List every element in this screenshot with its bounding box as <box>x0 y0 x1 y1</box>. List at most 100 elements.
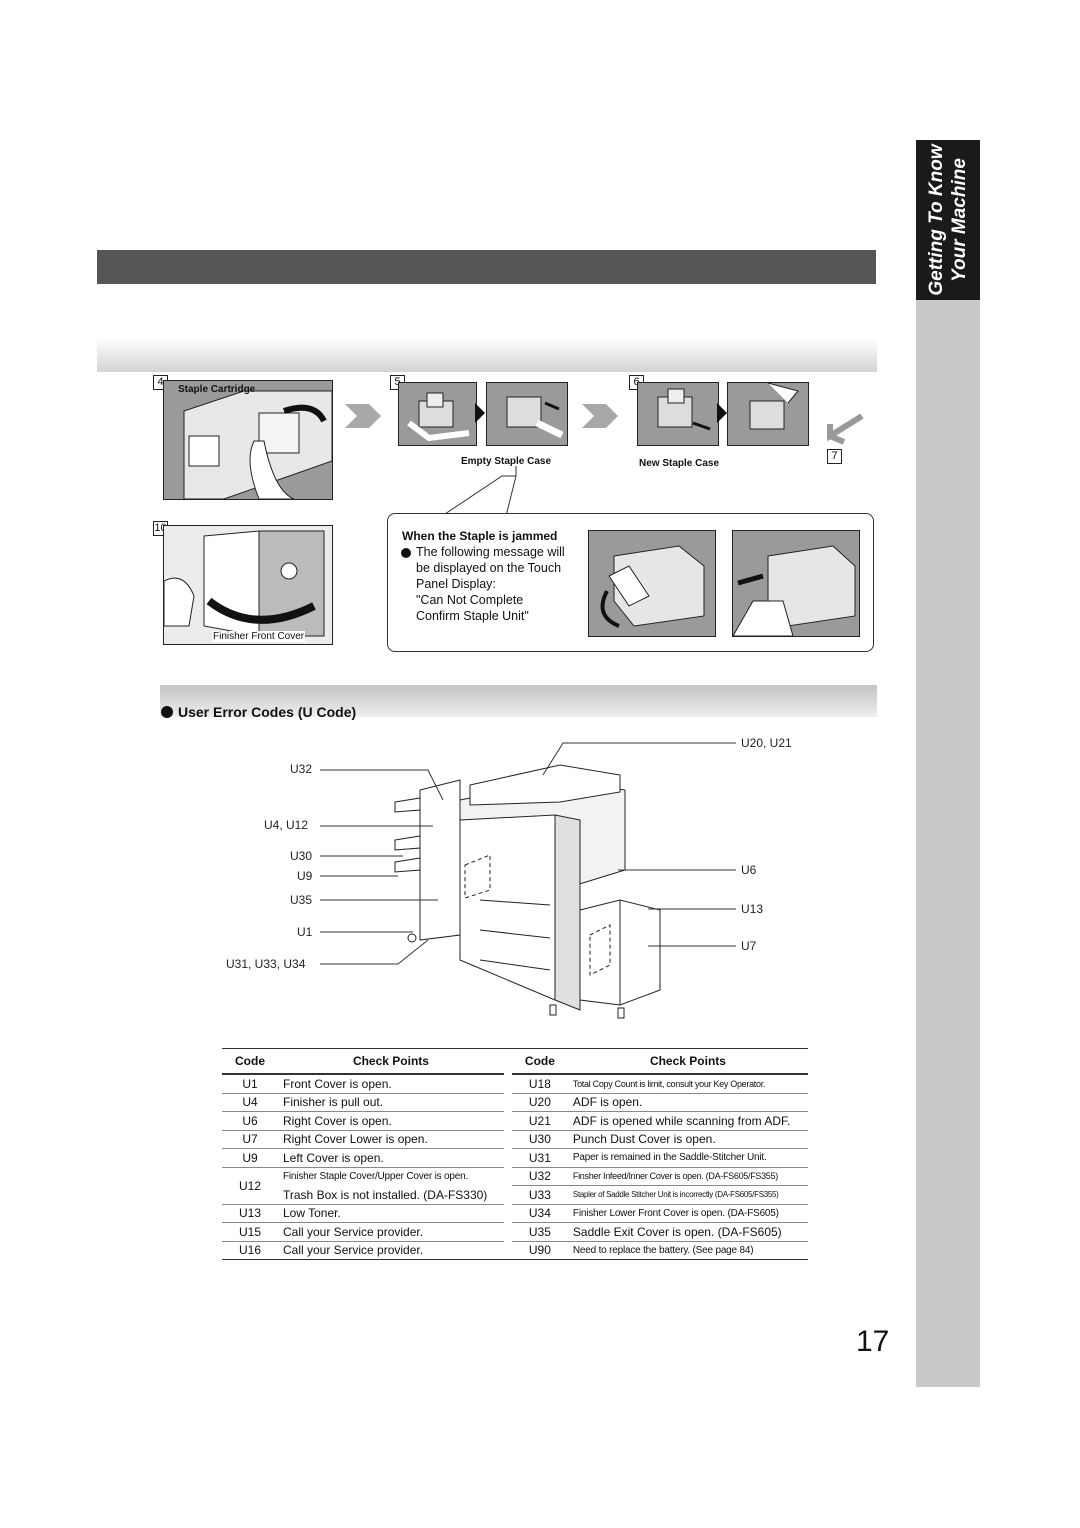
chapter-header-bar <box>97 250 876 284</box>
check-cell: Finisher Staple Cover/Upper Cover is ope… <box>283 1171 469 1182</box>
bullet-icon <box>401 548 411 558</box>
code-cell: U35 <box>511 1222 568 1242</box>
finisher-front-cover-illustration <box>163 525 333 645</box>
side-tab-line1: Getting To Know <box>926 144 947 296</box>
column-gap <box>503 1048 512 1074</box>
arrow-right-icon <box>717 403 727 423</box>
column-gap <box>504 1093 512 1112</box>
user-error-codes-table: Code Check Points Code Check Points U1 F… <box>222 1048 808 1260</box>
check-cell: Saddle Exit Cover is open. (DA-FS605) <box>567 1222 808 1242</box>
arrow-right-icon <box>475 403 485 423</box>
callout-lines <box>441 466 517 517</box>
copier-diagram <box>394 764 661 1019</box>
new-staple-case-caption: New Staple Case <box>639 458 720 469</box>
table-row: U12 Finisher Staple Cover/Upper Cover is… <box>222 1167 808 1205</box>
table-row: U16 Call your Service provider. U90 Need… <box>222 1241 808 1260</box>
finisher-front-cover-caption: Finisher Front Cover <box>212 631 306 642</box>
table-row: U6 Right Cover is open. U21 ADF is opene… <box>222 1111 808 1131</box>
check-cell: Total Copy Count is limit, consult your … <box>567 1074 808 1094</box>
jam-line: The following message will <box>416 545 565 559</box>
side-tab-strip <box>916 300 980 1387</box>
check-cell: Finisher Lower Front Cover is open. (DA-… <box>567 1204 808 1223</box>
diagram-label: U35 <box>290 893 313 907</box>
table-row: U1 Front Cover is open. U18 Total Copy C… <box>222 1074 808 1094</box>
code-cell: U15 <box>222 1222 278 1242</box>
code-cell: U13 <box>222 1204 278 1223</box>
check-cell: ADF is open. <box>567 1093 808 1112</box>
diagram-label: U4, U12 <box>264 818 309 832</box>
code-cell: U16 <box>222 1241 278 1260</box>
column-gap <box>504 1167 512 1186</box>
check-cell: Trash Box is not installed. (DA-FS330) <box>278 1185 504 1205</box>
table-row: U4 Finisher is pull out. U20 ADF is open… <box>222 1093 808 1112</box>
column-gap <box>504 1186 512 1205</box>
code-cell: U1 <box>222 1074 278 1094</box>
staple-cartridge-illustration <box>163 380 333 500</box>
table-row: Trash Box is not installed. (DA-FS330) U… <box>222 1185 808 1205</box>
code-cell: U33 <box>511 1185 568 1205</box>
table-row: U9 Left Cover is open. U31 Paper is rema… <box>222 1148 808 1168</box>
column-gap <box>504 1112 512 1131</box>
column-header: Code <box>222 1048 278 1075</box>
check-cell: Punch Dust Cover is open. <box>567 1130 808 1149</box>
column-gap <box>504 1074 512 1093</box>
diagram-label: U6 <box>741 863 757 877</box>
check-cell: Call your Service provider. <box>278 1241 504 1260</box>
column-header: Code <box>511 1048 568 1075</box>
check-cell: Right Cover Lower is open. <box>278 1130 504 1149</box>
jam-illustration-2 <box>732 530 860 637</box>
leader-lines <box>320 742 736 965</box>
jam-line: Panel Display: <box>416 577 496 591</box>
side-tab-line2: Your Machine <box>949 158 970 282</box>
check-cell: Need to replace the battery. (See page 8… <box>567 1241 808 1260</box>
staple-case-drawing <box>749 382 799 430</box>
next-step-arrow <box>345 404 381 428</box>
jam-line: Confirm Staple Unit" <box>416 609 529 623</box>
column-gap <box>504 1130 512 1149</box>
column-header: Check Points <box>567 1048 808 1075</box>
code-cell: U30 <box>511 1130 568 1149</box>
staple-cartridge-caption: Staple Cartridge <box>178 384 256 395</box>
jam-illustration-1 <box>588 530 716 637</box>
code-cell: U18 <box>511 1074 568 1094</box>
page-number: 17 <box>856 1325 890 1358</box>
code-cell: U20 <box>511 1093 568 1112</box>
staple-case-drawing <box>506 396 564 439</box>
diagram-label: U13 <box>741 902 764 916</box>
check-cell: Stapler of Saddle Stitcher Unit is incor… <box>567 1185 808 1205</box>
code-cell: U12 <box>222 1167 278 1205</box>
step-number-7: 7 <box>827 449 842 464</box>
user-error-codes-title: User Error Codes (U Code) <box>178 704 357 720</box>
staple-jam-box: When the Staple is jammed The following … <box>387 513 874 652</box>
column-header: Check Points <box>278 1048 504 1075</box>
next-step-arrow <box>582 404 618 428</box>
check-cell: Paper is remained in the Saddle-Stitcher… <box>567 1148 808 1168</box>
check-cell: ADF is opened while scanning from ADF. <box>567 1111 808 1131</box>
table-header-row: Code Check Points Code Check Points <box>222 1048 808 1075</box>
jam-line: be displayed on the Touch <box>416 561 562 575</box>
staple-cartridge-drawing <box>164 381 333 500</box>
table-row: U15 Call your Service provider. U35 Sadd… <box>222 1222 808 1242</box>
side-tab-label: Getting To Know Your Machine <box>916 140 980 300</box>
code-cell: U7 <box>222 1130 278 1149</box>
step5-right-illustration <box>486 382 568 446</box>
step6-left-illustration <box>637 382 719 446</box>
staple-unit-drawing <box>732 545 856 637</box>
column-gap <box>504 1204 512 1223</box>
check-cell: Low Toner. <box>278 1204 504 1223</box>
side-tab: Getting To Know Your Machine <box>916 140 980 300</box>
bullet-icon <box>161 706 173 718</box>
code-cell: U34 <box>511 1204 568 1223</box>
column-gap <box>504 1223 512 1242</box>
code-cell: U9 <box>222 1148 278 1168</box>
jam-message: The following message will be displayed … <box>416 544 596 624</box>
diagram-label: U7 <box>741 939 757 953</box>
code-cell: U4 <box>222 1093 278 1112</box>
code-cell: U90 <box>511 1241 568 1260</box>
check-cell: Front Cover is open. <box>278 1074 504 1094</box>
user-error-codes-header-bar <box>160 685 877 717</box>
check-cell: Left Cover is open. <box>278 1148 504 1168</box>
staple-case-drawing <box>657 388 711 431</box>
table-row: U13 Low Toner. U34 Finisher Lower Front … <box>222 1204 808 1223</box>
code-cell: U31 <box>511 1148 568 1168</box>
